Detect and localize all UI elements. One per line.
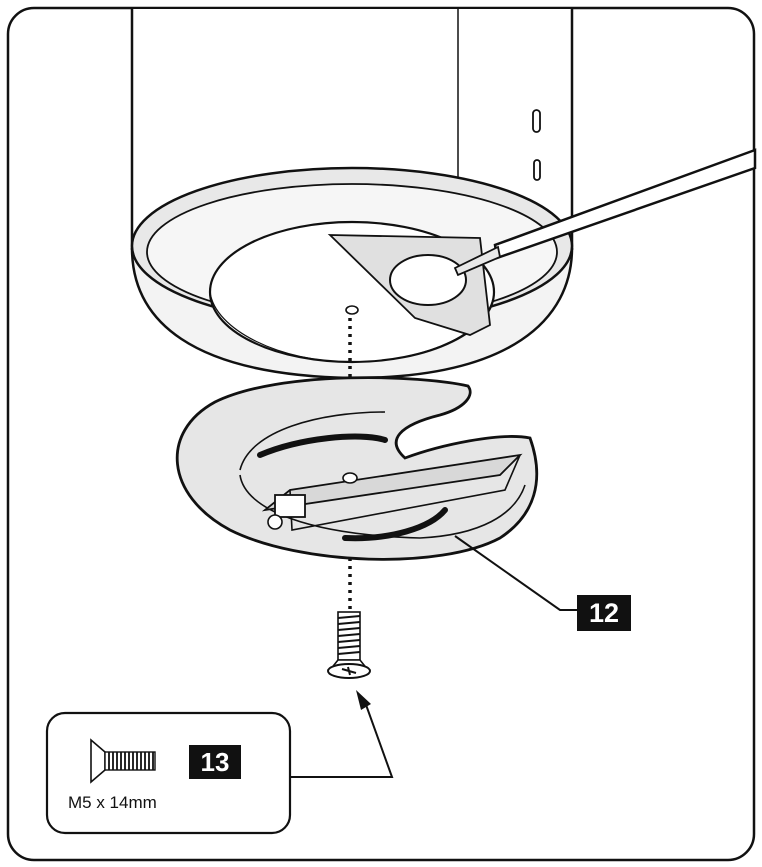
leg-base-ring: [130, 166, 574, 380]
screwdriver: [453, 148, 757, 277]
leader-line-12: [454, 535, 577, 611]
part-label-13: 13: [189, 745, 241, 779]
hardware-detail-box: [45, 711, 292, 835]
leg-slot-lower: [533, 159, 541, 181]
pointer-arrow: [290, 690, 394, 778]
screw-13-scene: [327, 611, 371, 679]
screw-13-detail: [90, 738, 156, 784]
bracket-screw-hole: [342, 472, 358, 484]
leg-slot-upper: [532, 109, 541, 133]
recess-hole: [389, 254, 467, 306]
mounting-bracket: [175, 376, 539, 561]
phillips-icon: [341, 666, 357, 676]
screw-spec-text: M5 x 14mm: [68, 793, 157, 812]
part-label-12: 12: [577, 595, 631, 631]
